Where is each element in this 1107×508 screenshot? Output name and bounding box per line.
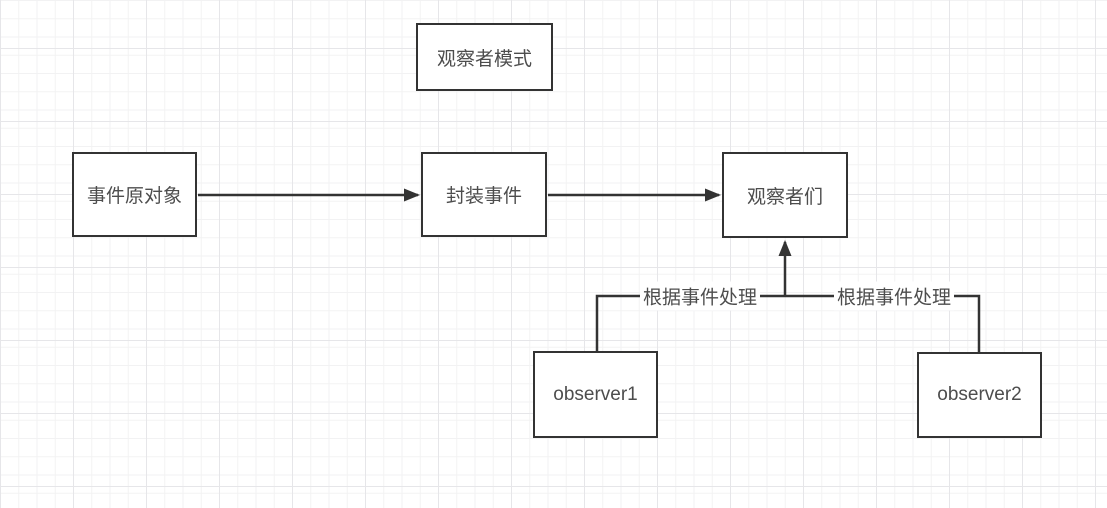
node-observers-label: 观察者们	[746, 186, 823, 208]
node-diagram-title-label: 观察者模式	[436, 48, 532, 70]
node-diagram-title[interactable]: 观察者模式	[416, 23, 553, 91]
node-observers[interactable]: 观察者们	[722, 152, 848, 238]
node-observer1-label: observer1	[553, 383, 638, 405]
node-observer2-label: observer2	[937, 384, 1022, 405]
node-wrap-event[interactable]: 封装事件	[421, 152, 547, 237]
edge-label-observer2[interactable]: 根据事件处理	[833, 281, 955, 311]
edge-label-observer1[interactable]: 根据事件处理	[639, 281, 761, 311]
node-event-source[interactable]: 事件原对象	[72, 152, 197, 237]
node-observer1[interactable]: observer1	[533, 351, 658, 438]
node-observer2[interactable]: observer2	[917, 352, 1042, 438]
node-wrap-event-label: 封装事件	[445, 186, 522, 207]
node-event-source-label: 事件原对象	[86, 186, 182, 207]
